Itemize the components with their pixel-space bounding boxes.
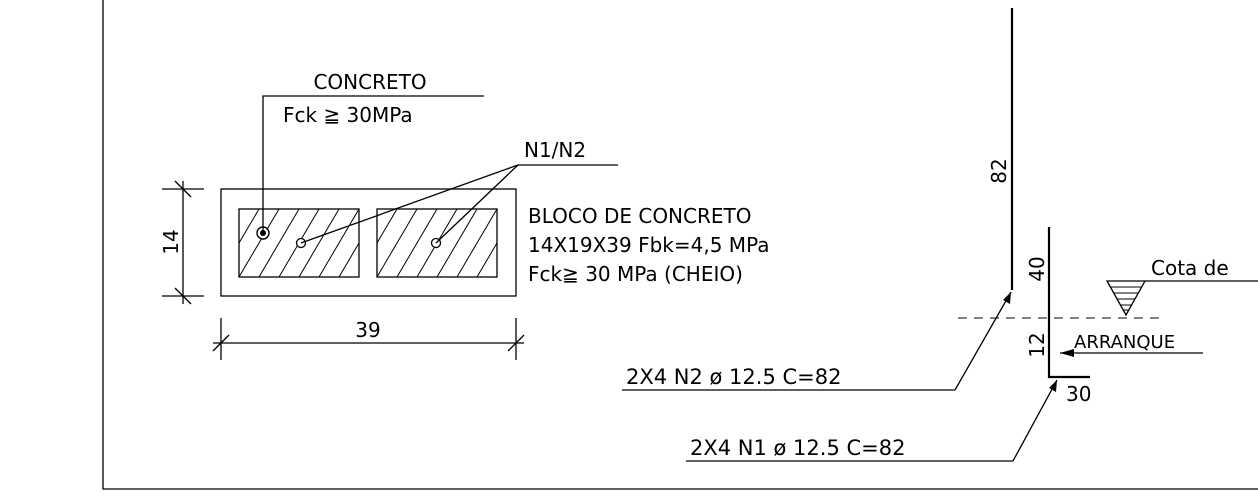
dim-width: 39 (212, 318, 525, 360)
block-fill: Fck≧ 30 MPa (CHEIO) (528, 262, 743, 286)
block-spec: 14X19X39 Fbk=4,5 MPa (528, 233, 769, 257)
dim-height-label: 14 (159, 229, 183, 254)
dim-82-label: 82 (987, 158, 1011, 183)
arranque-label: ARRANQUE (1074, 332, 1175, 353)
dim-12-label: 12 (1025, 332, 1049, 357)
bar-n1 (1047, 227, 1090, 379)
n2-leader (622, 291, 1012, 391)
bars-label: N1/N2 (524, 138, 586, 162)
block-section: CONCRETO Fck ≧ 30MPa N1/N2 BLOCO DE CONC… (159, 70, 769, 360)
dim-30-label: 30 (1066, 382, 1091, 406)
concrete-title: CONCRETO (313, 70, 426, 94)
block-title: BLOCO DE CONCRETO (528, 204, 751, 228)
right-cell (376, 208, 498, 278)
n1n2-leader-left (300, 164, 519, 244)
drawing-frame (102, 0, 1258, 490)
block-outline (220, 188, 517, 297)
concrete-leader (262, 95, 484, 233)
rebar-detail: Cota de ARRANQUE 82 40 12 30 2X4 N2 ø 12… (622, 8, 1258, 462)
level-label: Cota de (1151, 256, 1229, 280)
n2-label: 2X4 N2 ø 12.5 C=82 (626, 365, 841, 389)
n1-leader (686, 379, 1058, 462)
left-cell (238, 208, 360, 278)
n1n2-leader-right (435, 164, 519, 244)
n1-label: 2X4 N1 ø 12.5 C=82 (690, 436, 905, 460)
dim-40-label: 40 (1025, 256, 1049, 281)
dim-width-label: 39 (355, 318, 380, 342)
arranque-arrow (1060, 349, 1203, 357)
concrete-fck: Fck ≧ 30MPa (283, 103, 413, 127)
dim-height: 14 (159, 180, 204, 305)
level-marker-icon (1105, 280, 1258, 317)
